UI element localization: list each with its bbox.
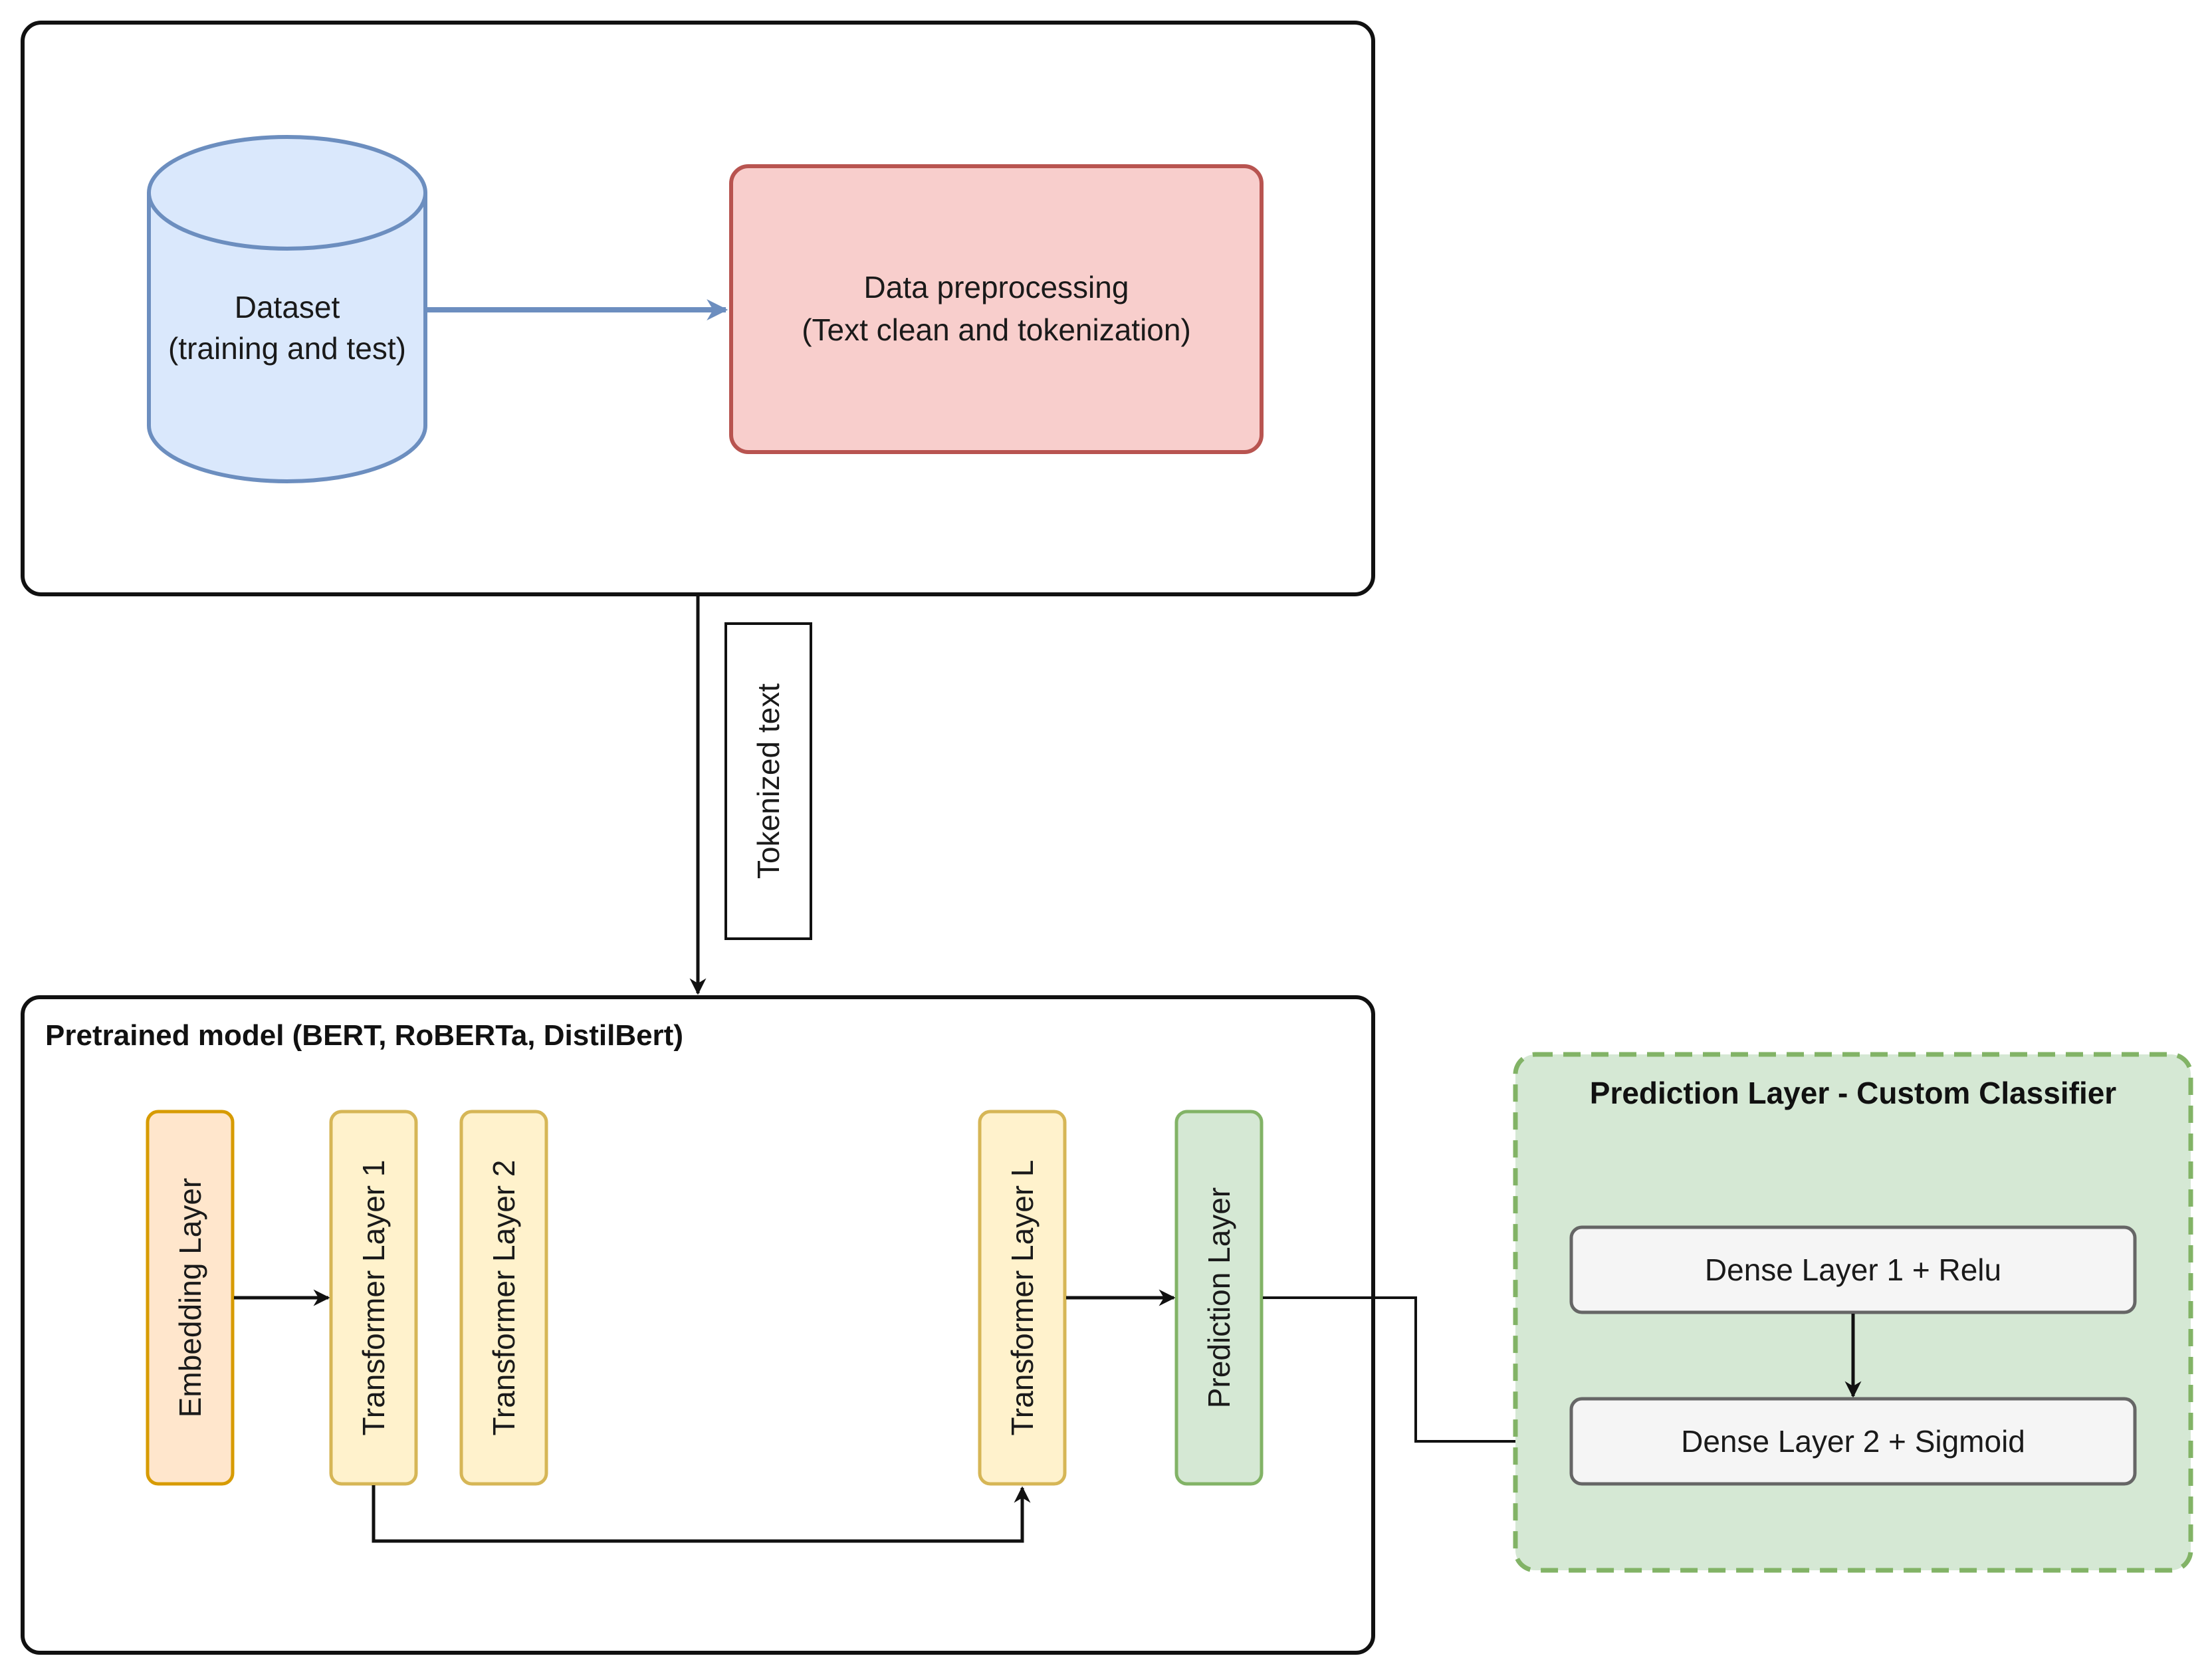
dataset-cylinder-top (147, 135, 427, 251)
preprocessing-label-line1: Data preprocessing (864, 270, 1129, 304)
dataset-cylinder-body (147, 193, 427, 483)
tokenized-text-label: Tokenized text (751, 683, 786, 879)
transformer-layer-l-box: Transformer Layer L (978, 1110, 1067, 1486)
preprocessing-label-line2: (Text clean and tokenization) (802, 312, 1191, 347)
transformer-layer-2-label: Transformer Layer 2 (487, 1160, 521, 1436)
embedding-layer-label: Embedding Layer (173, 1178, 207, 1418)
dataset-cylinder: Dataset (training and test) (147, 135, 427, 483)
transformer-layer-l-label: Transformer Layer L (1005, 1160, 1040, 1436)
prediction-layer-label: Prediction Layer (1202, 1187, 1236, 1408)
transformer-1-to-transformer-l-skip-arrow (372, 1485, 1031, 1543)
dense-layer-2-label: Dense Layer 2 + Sigmoid (1681, 1424, 2025, 1459)
dataset-label-line1: Dataset (235, 290, 340, 324)
preprocessing-box: Data preprocessing (Text clean and token… (729, 164, 1264, 454)
dense-layer-1-box: Dense Layer 1 + Relu (1569, 1225, 2137, 1314)
dense-layer-1-label: Dense Layer 1 + Relu (1705, 1253, 2001, 1287)
custom-classifier-title: Prediction Layer - Custom Classifier (1590, 1076, 2117, 1110)
prediction-to-classifier-connector (1263, 1296, 1515, 1443)
transformer-layer-1-box: Transformer Layer 1 (329, 1110, 418, 1486)
transformer-layer-1-label: Transformer Layer 1 (356, 1160, 391, 1436)
tokenized-text-label-box: Tokenized text (724, 622, 812, 940)
pretrained-model-title: Pretrained model (BERT, RoBERTa, DistilB… (45, 1019, 683, 1052)
transformer-layer-2-box: Transformer Layer 2 (459, 1110, 548, 1486)
dense-layer-2-box: Dense Layer 2 + Sigmoid (1569, 1397, 2137, 1486)
prediction-layer-box: Prediction Layer (1174, 1110, 1264, 1486)
dataset-label-line2: (training and test) (168, 331, 406, 366)
embedding-layer-box: Embedding Layer (146, 1110, 235, 1486)
